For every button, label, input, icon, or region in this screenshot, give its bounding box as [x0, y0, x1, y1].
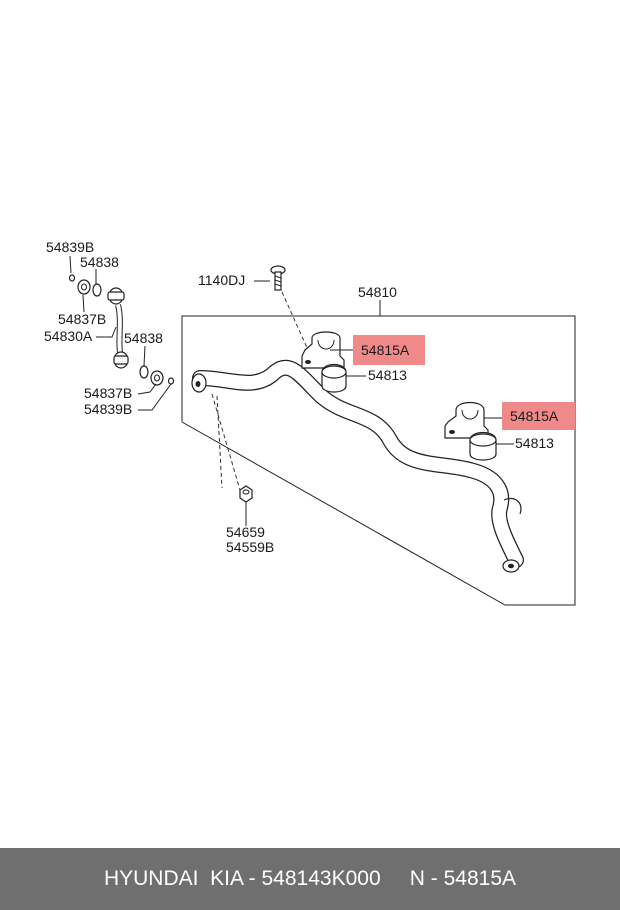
label-54815a-lower: 54815A [510, 408, 559, 424]
label-54837b-top: 54837B [58, 311, 106, 327]
highlight-54815a-lower [502, 402, 575, 430]
nut-54837b-bottom [150, 370, 164, 386]
bushing-54813-lower [469, 431, 497, 461]
assembly-frame [181, 315, 576, 606]
bracket-54815a-upper [301, 331, 345, 369]
nut-54837b-top [77, 279, 91, 295]
label-54839b-bottom: 54839B [84, 401, 132, 417]
label-54559b: 54559B [226, 539, 274, 555]
footer-text: HYUNDAI KIA - 548143K000 N - 54815A [103, 867, 517, 890]
label-54837b-bottom: 54837B [84, 385, 132, 401]
label-54659: 54659 [226, 524, 265, 540]
label-54838-mid: 54838 [124, 330, 163, 346]
label-54830a: 54830A [44, 328, 93, 344]
washer-54839b-bottom [167, 377, 175, 385]
highlight-54815a-upper [353, 335, 425, 365]
label-54813-lower: 54813 [515, 435, 554, 451]
ring-54838-top [92, 283, 102, 297]
bushing-54813-upper [321, 363, 347, 393]
label-54838-top: 54838 [80, 254, 119, 270]
bolt-1140dj [270, 265, 286, 291]
label-54813-upper: 54813 [368, 367, 407, 383]
label-54839b-top: 54839B [46, 239, 94, 255]
nut-54659 [239, 485, 253, 503]
stabilizer-link-54830a [107, 287, 129, 369]
leader-lines [69, 255, 514, 526]
label-54815a-upper: 54815A [361, 342, 410, 358]
parts-diagram: 54839B 54838 54837B 54830A 54838 54837B … [44, 239, 576, 606]
part-number-footer: HYUNDAI KIA - 548143K000 N - 54815A [0, 848, 620, 910]
stabilizer-bar [191, 359, 524, 573]
label-1140dj: 1140DJ [198, 272, 245, 288]
ring-54838-mid [139, 365, 149, 379]
label-54810: 54810 [358, 284, 397, 300]
washer-54839b-top [68, 274, 76, 282]
